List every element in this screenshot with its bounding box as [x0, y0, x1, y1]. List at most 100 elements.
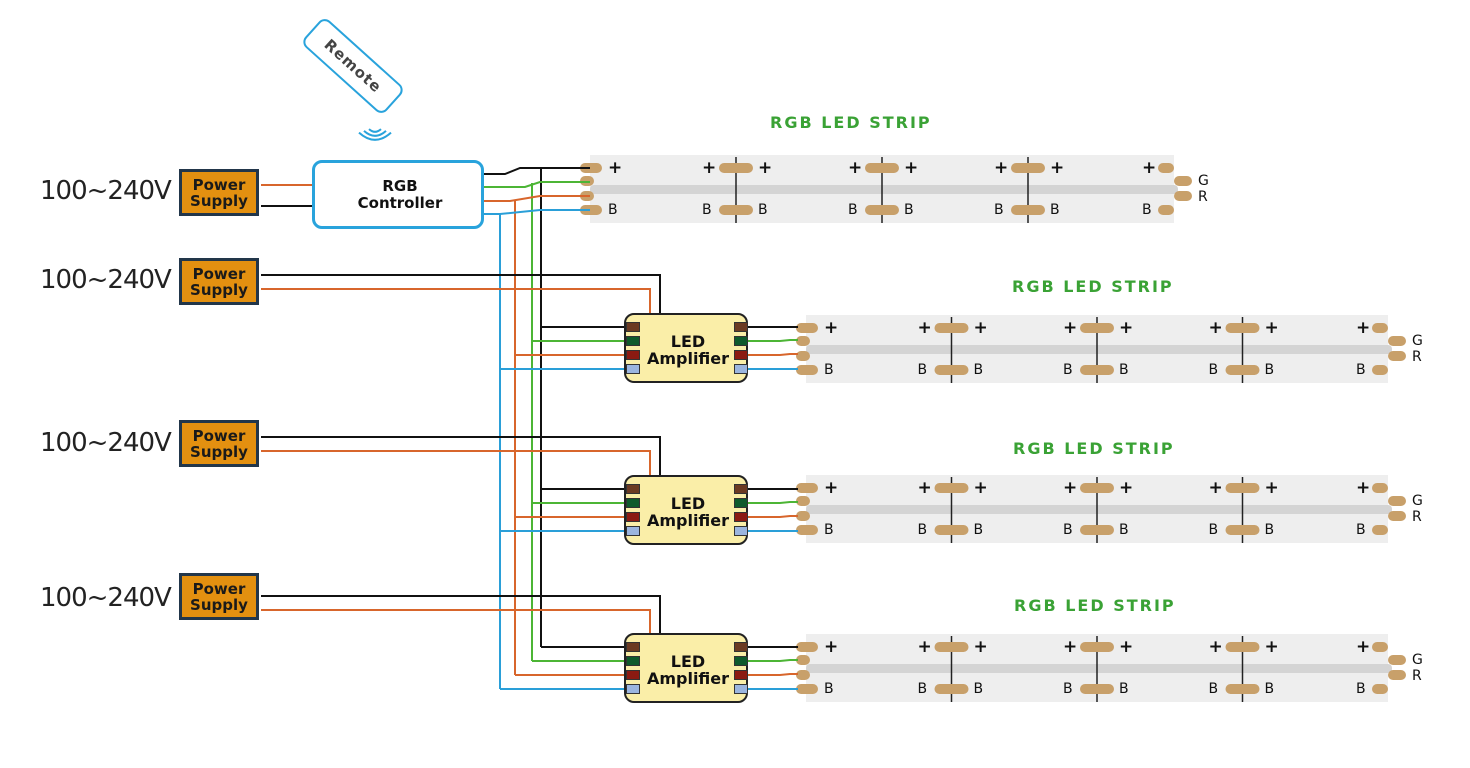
- strip-pad: [1080, 483, 1114, 493]
- led-strip-3: [796, 475, 1406, 543]
- strip-plus-label: +: [1063, 318, 1077, 338]
- strip-b-label: B: [1119, 362, 1129, 378]
- amplifier-terminal: [626, 642, 640, 652]
- strip-b-label: B: [918, 522, 928, 538]
- strip-pad: [1388, 496, 1406, 506]
- strip-g-end-label: G: [1198, 173, 1209, 189]
- strip-r-end-label: R: [1198, 189, 1208, 205]
- amplifier-terminal: [626, 526, 640, 536]
- strip-b-label: B: [848, 202, 858, 218]
- strip-r-end-label: R: [1412, 349, 1422, 365]
- strip-pad: [1372, 642, 1388, 652]
- wire-bus-plus: [520, 167, 542, 647]
- strip-b-label: B: [1356, 681, 1366, 697]
- wire-amp-out-red: [748, 673, 798, 676]
- amplifier-terminal: [734, 364, 748, 374]
- strip-pad: [796, 525, 818, 535]
- amplifier-terminal: [626, 364, 640, 374]
- amplifier-terminal: [626, 670, 640, 680]
- amplifier-terminal: [734, 656, 748, 666]
- led-amplifier-1: LED Amplifier: [624, 313, 748, 383]
- strip-pad: [934, 642, 969, 652]
- strip-b-label: B: [1209, 681, 1219, 697]
- strip-pad: [1158, 163, 1174, 173]
- strip-b-label: B: [918, 681, 928, 697]
- wire-ctrl-green: [483, 181, 590, 188]
- strip-pad: [934, 684, 969, 694]
- strip-pad: [796, 642, 818, 652]
- strip-pad: [796, 483, 818, 493]
- strip-b-label: B: [1209, 522, 1219, 538]
- wire-amp-out-red: [748, 353, 798, 356]
- led-strip-4: [796, 634, 1406, 702]
- power-supply-4: Power Supply: [179, 573, 259, 620]
- strip-plus-label: +: [1265, 318, 1279, 338]
- strip-r-end-label: R: [1412, 509, 1422, 525]
- amplifier-terminal: [734, 350, 748, 360]
- strip-b-label: B: [1142, 202, 1152, 218]
- strip-pad: [934, 483, 969, 493]
- strip-pad: [865, 163, 899, 173]
- strip-pad: [1388, 336, 1406, 346]
- strip-pad: [1158, 205, 1174, 215]
- strip-plus-label: +: [974, 318, 988, 338]
- strip-plus-label: +: [1356, 318, 1370, 338]
- strip-plus-label: +: [974, 637, 988, 657]
- strip-plus-label: +: [918, 637, 932, 657]
- remote-signal-wave: [358, 131, 392, 141]
- strip-pad: [1080, 525, 1114, 535]
- power-supply-label: Power: [192, 175, 246, 194]
- amplifier-label: Amplifier: [646, 349, 730, 368]
- strip-pad: [1388, 670, 1406, 680]
- strip-plus-label: +: [1209, 637, 1223, 657]
- amplifier-terminal: [626, 336, 640, 346]
- strip-plus-label: +: [1119, 318, 1133, 338]
- strip-pad: [1388, 655, 1406, 665]
- strip-pad: [1225, 323, 1260, 333]
- strip-pad: [1011, 163, 1045, 173]
- strip-plus-label: +: [918, 318, 932, 338]
- strip-pad: [796, 351, 810, 361]
- strip-pad: [1080, 642, 1114, 652]
- wire-ctrl-plus: [483, 167, 590, 175]
- power-supply-1: Power Supply: [179, 169, 259, 216]
- amplifier-terminal: [734, 642, 748, 652]
- strip-pad: [934, 525, 969, 535]
- wire-amp-power-neutral: [261, 595, 661, 633]
- strip-pad: [1372, 323, 1388, 333]
- strip-plus-label: +: [758, 158, 772, 178]
- strip-pad: [1225, 483, 1260, 493]
- strip-pad: [1080, 323, 1114, 333]
- strip-pad: [1372, 525, 1388, 535]
- led-amplifier-2: LED Amplifier: [624, 475, 748, 545]
- strip-b-label: B: [702, 202, 712, 218]
- wire-amp-power-live: [261, 288, 651, 313]
- strip-pad: [1388, 351, 1406, 361]
- input-voltage-label: 100~240V: [40, 265, 172, 295]
- amplifier-label: LED: [670, 494, 706, 513]
- amplifier-label: LED: [670, 332, 706, 351]
- amplifier-label: Amplifier: [646, 669, 730, 688]
- remote-signal-wave: [368, 128, 382, 133]
- strip-b-label: B: [974, 681, 984, 697]
- power-supply-label: Supply: [190, 595, 248, 614]
- power-supply-label: Supply: [190, 191, 248, 210]
- strip-plus-label: +: [1209, 478, 1223, 498]
- led-strip-channel: [590, 185, 1178, 194]
- strip-b-label: B: [758, 202, 768, 218]
- strip-pad: [1225, 684, 1260, 694]
- strip-b-label: B: [974, 522, 984, 538]
- amplifier-label: Amplifier: [646, 511, 730, 530]
- amplifier-label: LED: [670, 652, 706, 671]
- wire-amp-power-live: [261, 450, 651, 475]
- input-voltage-label: 100~240V: [40, 176, 172, 206]
- strip-plus-label: +: [1119, 637, 1133, 657]
- strip-b-label: B: [1063, 681, 1073, 697]
- strip-pad: [1372, 483, 1388, 493]
- strip-pad: [796, 684, 818, 694]
- strip-plus-label: +: [702, 158, 716, 178]
- strip-pad: [580, 163, 602, 173]
- led-strip-2: [796, 315, 1406, 383]
- amplifier-terminal: [734, 336, 748, 346]
- strip-plus-label: +: [994, 158, 1008, 178]
